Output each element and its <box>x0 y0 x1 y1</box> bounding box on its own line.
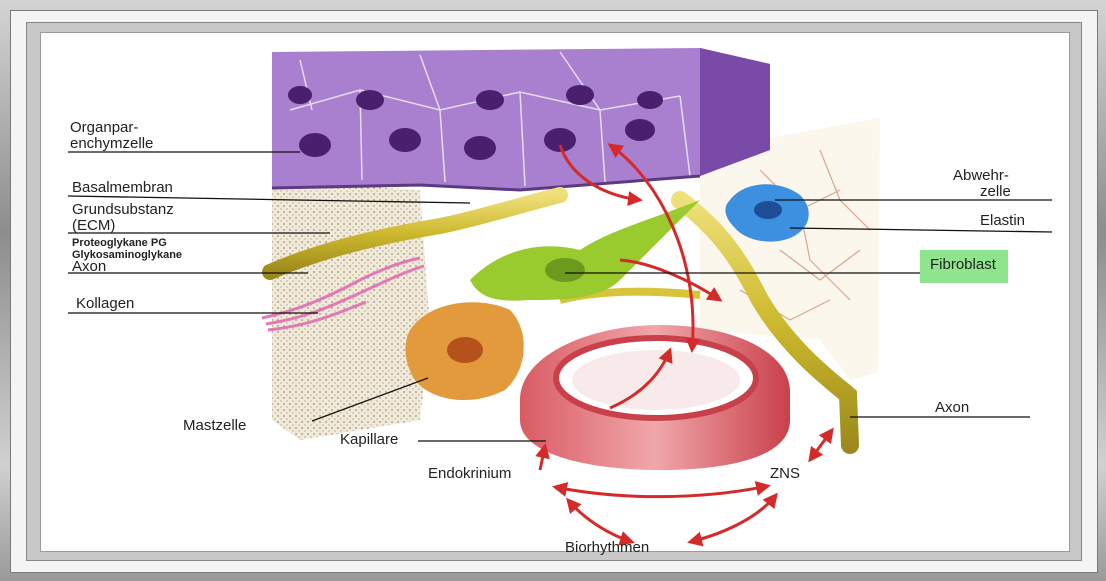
label-proteoglykane: Proteoglykane PG <box>72 237 167 249</box>
label-elastin: Elastin <box>980 213 1025 230</box>
label-axon-right: Axon <box>935 400 969 417</box>
label-kollagen: Kollagen <box>76 296 134 313</box>
label-endokrinium: Endokrinium <box>428 466 511 483</box>
label-abwehrzelle-2: zelle <box>980 184 1011 201</box>
label-biorhythmen: Biorhythmen <box>565 540 649 557</box>
label-fibroblast: Fibroblast <box>920 250 1008 283</box>
mast-cell-nucleus <box>447 337 483 363</box>
defense-cell-nucleus <box>754 201 782 219</box>
label-zns: ZNS <box>770 466 800 483</box>
label-mastzelle: Mastzelle <box>183 418 246 435</box>
label-organparenchymzelle-2: enchymzelle <box>70 136 153 153</box>
label-grundsubstanz-2: (ECM) <box>72 218 115 235</box>
label-basalmembran: Basalmembran <box>72 180 173 197</box>
label-axon-left: Axon <box>72 259 106 276</box>
label-kapillare: Kapillare <box>340 432 398 449</box>
capillary <box>520 325 790 470</box>
fibroblast-nucleus <box>545 258 585 282</box>
